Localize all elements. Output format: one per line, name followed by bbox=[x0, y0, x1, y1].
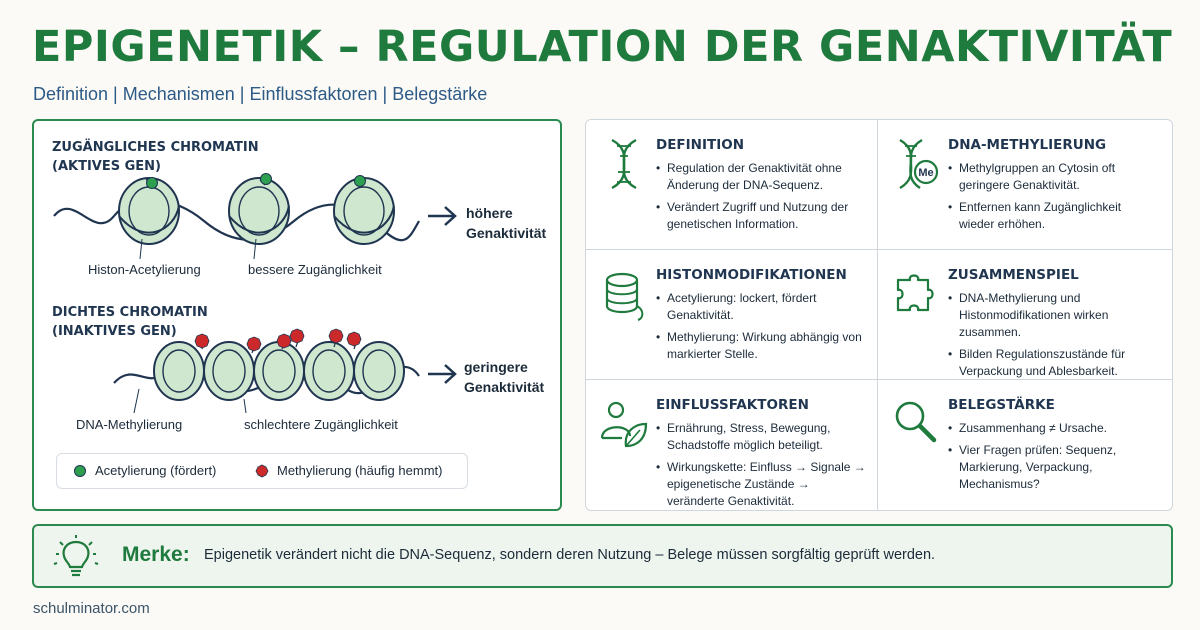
list-item: Regulation der Genaktivität ohne Änderun… bbox=[656, 160, 866, 194]
legend-acetyl: Acetylierung (fördert) bbox=[73, 463, 216, 478]
chromatin-illustration bbox=[53, 173, 457, 414]
chromatin-panel: ZUGÄNGLICHES CHROMATIN (AKTIVES GEN) His… bbox=[32, 119, 562, 511]
caption-better-access: bessere Zugänglichkeit bbox=[248, 262, 382, 277]
nucleosome-icon bbox=[353, 341, 405, 401]
info-grid: DEFINITION Regulation der Genaktivität o… bbox=[585, 119, 1173, 511]
list-item: Methylierung: Wirkung abhängig von marki… bbox=[656, 329, 866, 363]
card-histone: HISTONMODIFIKATIONEN Acetylierung: locke… bbox=[586, 250, 876, 379]
list-item: Zusammenhang ≠ Ursache. bbox=[948, 420, 1158, 437]
arrow-right-icon bbox=[428, 206, 457, 226]
magnifier-icon bbox=[895, 401, 937, 443]
result-higher-activity: höhere Genaktivität bbox=[466, 205, 547, 241]
acetyl-mark-icon bbox=[354, 175, 366, 187]
nucleosome-icon bbox=[153, 341, 205, 401]
card-title: EINFLUSSFAKTOREN bbox=[656, 397, 809, 413]
nucleosome-icon bbox=[118, 177, 180, 245]
lightbulb-icon bbox=[53, 535, 99, 577]
card-bullets: Ernährung, Stress, Bewegung, Schadstoffe… bbox=[656, 420, 866, 515]
grid-divider bbox=[586, 379, 1172, 380]
grid-divider bbox=[586, 249, 1172, 250]
list-item: DNA-Methylierung und Histonmodifikatione… bbox=[948, 290, 1158, 341]
card-dna-methylation: Me DNA-METHYLIERUNG Methylgruppen an Cyt… bbox=[878, 120, 1168, 249]
acetyl-mark-icon bbox=[260, 173, 272, 185]
card-title: ZUSAMMENSPIEL bbox=[948, 267, 1079, 283]
nucleosome-icon bbox=[253, 341, 305, 401]
card-interplay: ZUSAMMENSPIEL DNA-Methylierung und Histo… bbox=[878, 250, 1168, 379]
dense-chromatin-heading: DICHTES CHROMATIN (INAKTIVES GEN) bbox=[52, 305, 208, 339]
dna-helix-icon bbox=[611, 138, 637, 190]
card-bullets: Regulation der Genaktivität ohne Änderun… bbox=[656, 160, 866, 238]
card-bullets: DNA-Methylierung und Histonmodifikatione… bbox=[948, 290, 1158, 385]
footer-link[interactable]: schulminator.com bbox=[33, 600, 150, 617]
card-definition: DEFINITION Regulation der Genaktivität o… bbox=[586, 120, 876, 249]
legend-methyl: Methylierung (häufig hemmt) bbox=[255, 463, 442, 478]
acetyl-mark-icon bbox=[74, 464, 86, 477]
methyl-mark-icon bbox=[255, 464, 269, 477]
dna-methyl-icon: Me bbox=[899, 138, 939, 190]
methyl-mark-icon bbox=[289, 328, 305, 344]
nucleosome-icon bbox=[333, 177, 395, 245]
card-title: HISTONMODIFIKATIONEN bbox=[656, 267, 847, 283]
methyl-mark-icon bbox=[328, 328, 344, 344]
methyl-mark-icon bbox=[246, 336, 262, 352]
list-item: Entfernen kann Zugänglichkeit wieder erh… bbox=[948, 199, 1158, 233]
merke-text: Epigenetik verändert nicht die DNA-Seque… bbox=[204, 547, 936, 563]
caption-worse-access: schlechtere Zugänglichkeit bbox=[244, 417, 398, 432]
methyl-mark-icon bbox=[194, 333, 210, 349]
card-bullets: Zusammenhang ≠ Ursache. Vier Fragen prüf… bbox=[948, 420, 1158, 498]
card-bullets: Methylgruppen an Cytosin oft geringere G… bbox=[948, 160, 1158, 238]
list-item: Verändert Zugriff und Nutzung der geneti… bbox=[656, 199, 866, 233]
methyl-mark-icon bbox=[276, 333, 292, 349]
list-item: Methylgruppen an Cytosin oft geringere G… bbox=[948, 160, 1158, 194]
histone-spool-icon bbox=[605, 272, 644, 321]
methyl-badge-text: Me bbox=[918, 167, 933, 179]
page-subtitle: Definition | Mechanismen | Einflussfakto… bbox=[33, 84, 488, 104]
person-leaf-icon bbox=[600, 401, 648, 448]
card-factors: EINFLUSSFAKTOREN Ernährung, Stress, Bewe… bbox=[586, 380, 876, 509]
grid-divider bbox=[877, 120, 878, 510]
merke-box: Merke: Epigenetik verändert nicht die DN… bbox=[32, 524, 1173, 588]
card-title: DNA-METHYLIERUNG bbox=[948, 137, 1107, 153]
card-title: BELEGSTÄRKE bbox=[948, 397, 1055, 413]
page-title: EPIGENETIK – REGULATION DER GENAKTIVITÄT bbox=[32, 22, 1173, 72]
active-chromatin-heading: ZUGÄNGLICHES CHROMATIN (AKTIVES GEN) bbox=[52, 140, 259, 174]
methyl-mark-icon bbox=[346, 331, 362, 347]
card-bullets: Acetylierung: lockert, fördert Genaktivi… bbox=[656, 290, 866, 368]
puzzle-icon bbox=[896, 274, 934, 312]
merke-label: Merke: bbox=[122, 543, 190, 566]
legend: Acetylierung (fördert) Methylierung (häu… bbox=[56, 453, 468, 489]
list-item: Acetylierung: lockert, fördert Genaktivi… bbox=[656, 290, 866, 324]
card-evidence: BELEGSTÄRKE Zusammenhang ≠ Ursache. Vier… bbox=[878, 380, 1168, 509]
arrow-right-icon bbox=[428, 364, 457, 384]
list-item: Bilden Regulationszustände für Verpackun… bbox=[948, 346, 1158, 380]
list-item: Vier Fragen prüfen: Sequenz, Markierung,… bbox=[948, 442, 1158, 493]
nucleosome-icon bbox=[228, 177, 290, 245]
nucleosome-icon bbox=[303, 341, 355, 401]
list-item: Wirkungskette: Einfluss → Signale → epig… bbox=[656, 459, 866, 510]
acetyl-mark-icon bbox=[146, 177, 158, 189]
caption-histone-acetylation: Histon-Acetylierung bbox=[88, 262, 201, 277]
result-lower-activity: geringere Genaktivität bbox=[464, 359, 545, 395]
nucleosome-icon bbox=[203, 341, 255, 401]
list-item: Ernährung, Stress, Bewegung, Schadstoffe… bbox=[656, 420, 866, 454]
card-title: DEFINITION bbox=[656, 137, 745, 153]
caption-dna-methylation: DNA-Methylierung bbox=[76, 417, 183, 432]
